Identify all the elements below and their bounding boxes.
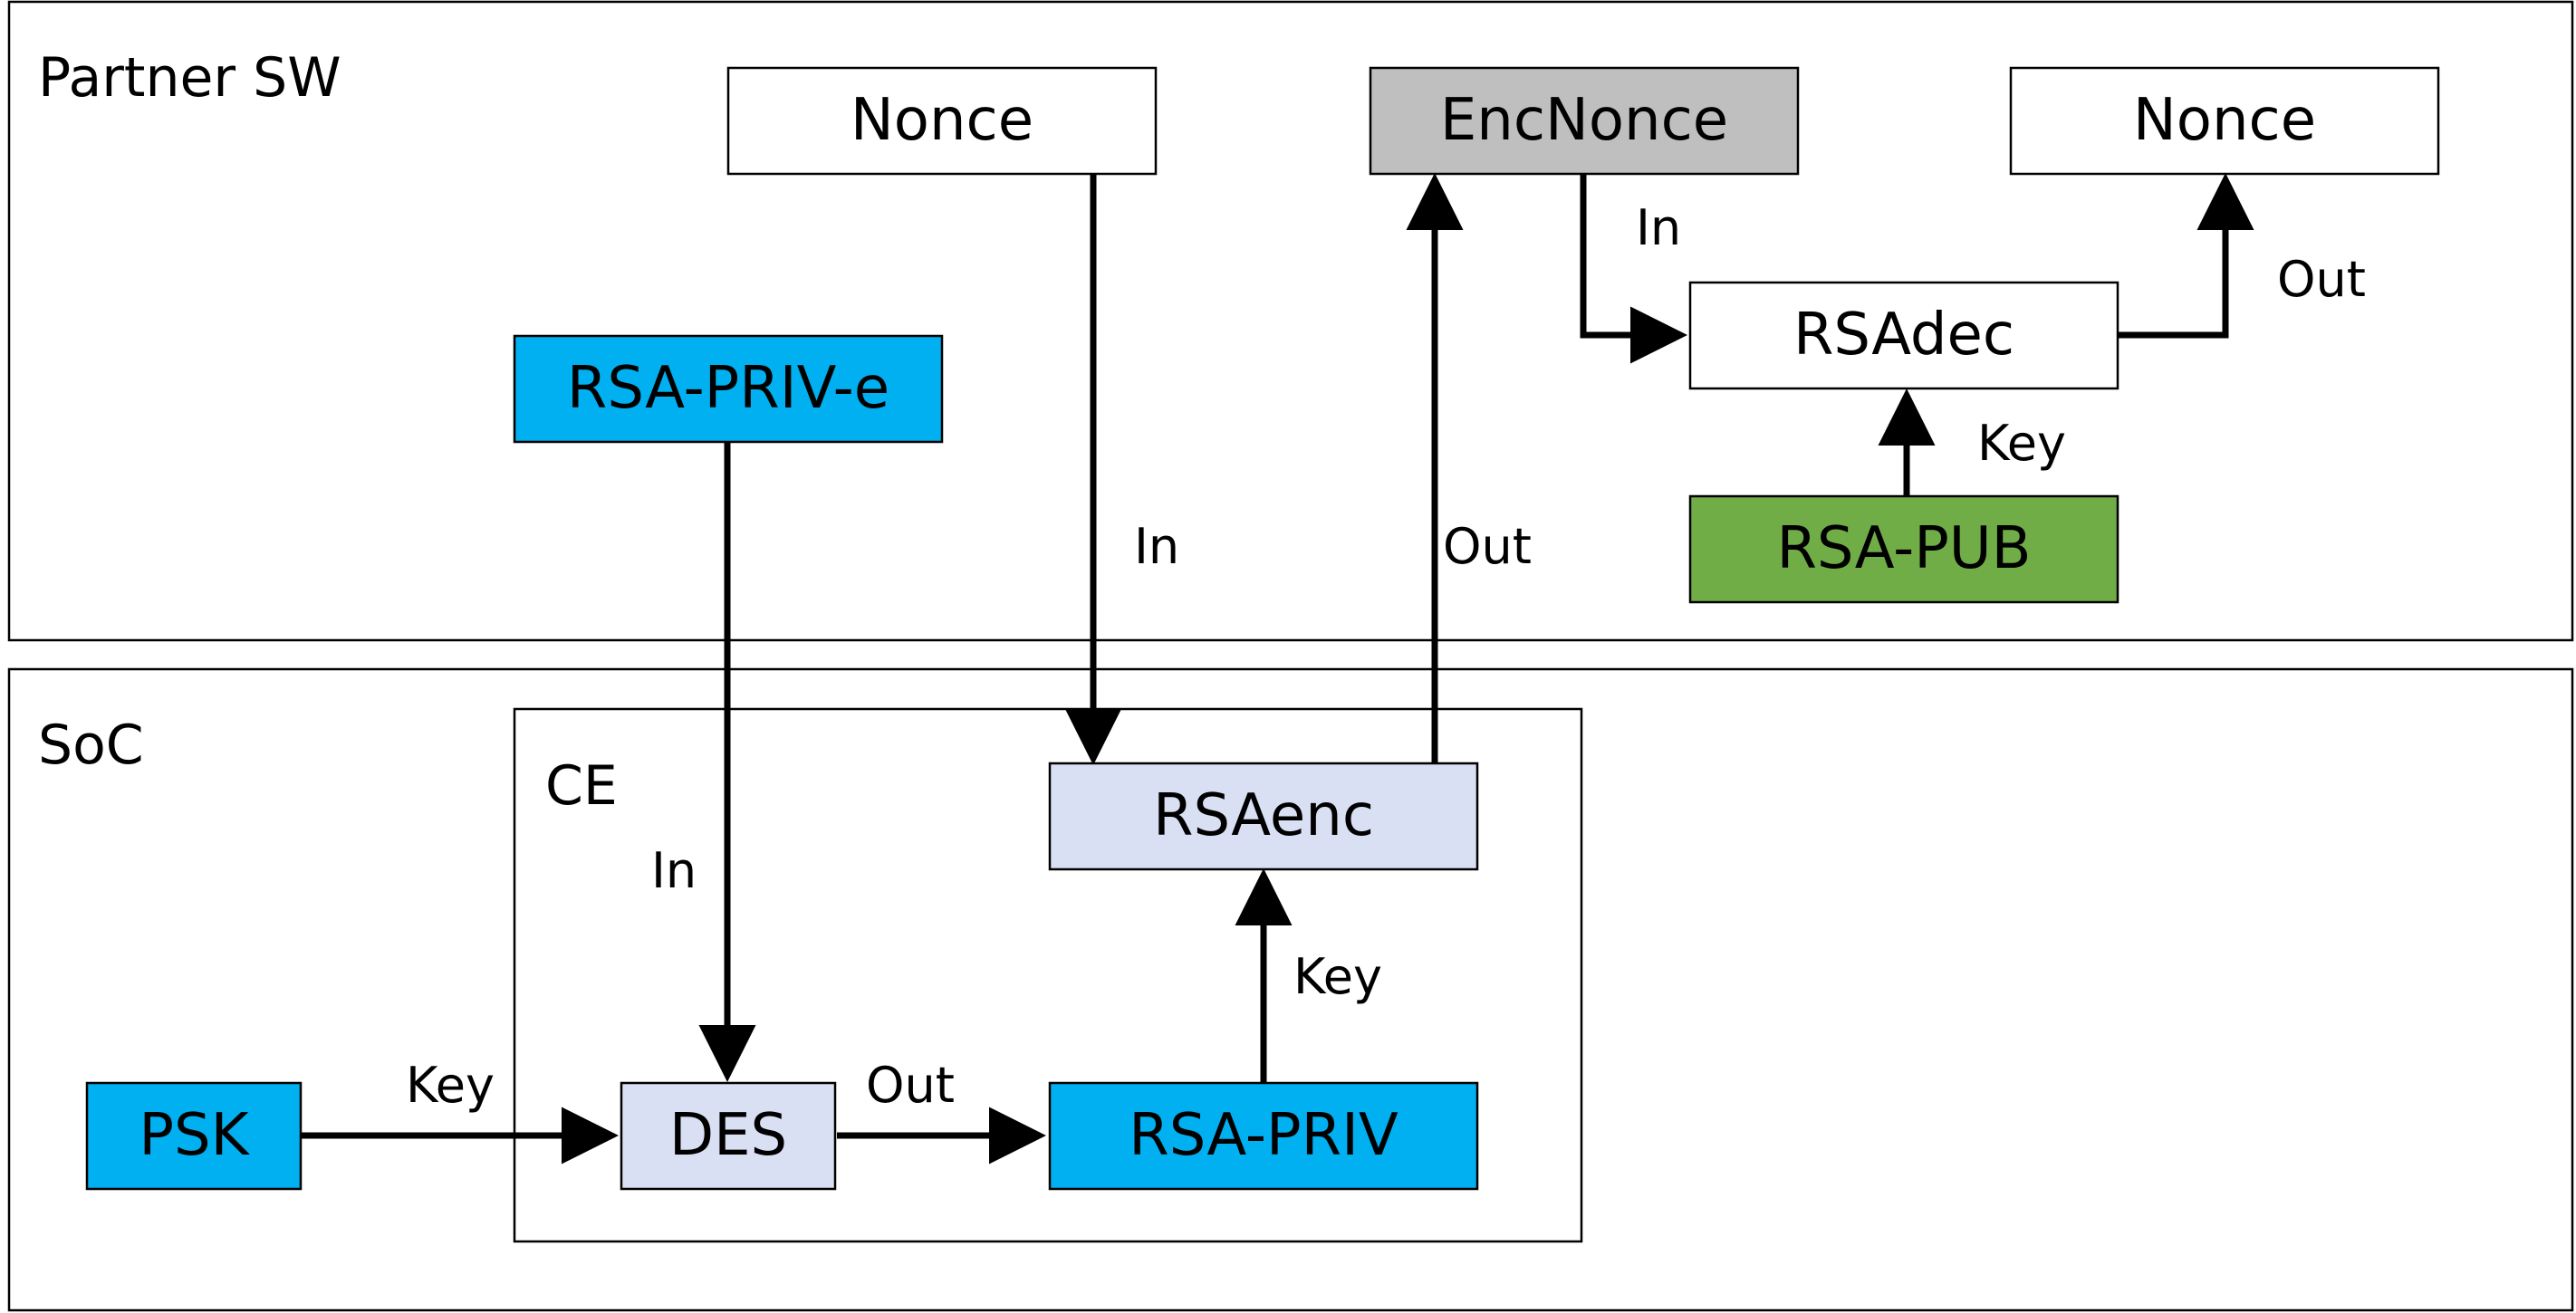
edge-label-rsapub-to-rsadec: Key [1977, 415, 2066, 472]
node-nonce-output: Nonce [2009, 66, 2440, 176]
rsa-priv-e-label: RSA-PRIV-e [567, 355, 889, 422]
rsa-pub-box [1688, 494, 2119, 604]
enc-nonce-label: EncNonce [1440, 87, 1728, 154]
psk-label: PSK [139, 1102, 250, 1169]
nonce-output-label: Nonce [2133, 87, 2316, 154]
edge-label-rsapriv-to-rsaenc: Key [1293, 948, 1382, 1005]
soc-label: SoC [38, 714, 144, 777]
rsa-enc-label: RSAenc [1153, 782, 1374, 849]
edge-label-encnonce-to-rsadec: In [1636, 199, 1681, 256]
arrow-rsadec-to-nonce [2118, 173, 2254, 339]
node-psk: PSK [85, 1081, 303, 1191]
node-enc-nonce: EncNonce [1369, 66, 1800, 176]
node-rsa-priv-e: RSA-PRIV-e [513, 334, 944, 444]
edge-label-rsaprive-to-des: In [651, 842, 697, 899]
rsa-priv-e-box [513, 334, 944, 444]
node-rsa-pub: RSA-PUB [1688, 494, 2119, 604]
nonce-output-box [2009, 66, 2440, 176]
rsa-dec-label: RSAdec [1793, 302, 2014, 369]
edge-label-nonce-to-rsaenc: In [1134, 518, 1179, 575]
ce-label: CE [545, 754, 618, 818]
enc-nonce-box [1369, 66, 1800, 176]
rsa-dec-box [1688, 281, 2119, 390]
des-label: DES [669, 1102, 787, 1169]
edge-label-des-to-rsapriv: Out [866, 1057, 955, 1114]
des-box [620, 1081, 837, 1191]
partner-sw-label: Partner SW [38, 46, 341, 110]
psk-box [85, 1081, 303, 1191]
node-rsa-enc: RSAenc [1048, 762, 1479, 871]
rsa-pub-label: RSA-PUB [1776, 515, 2031, 582]
nonce-input-label: Nonce [851, 87, 1033, 154]
node-des: DES [620, 1081, 837, 1191]
rsa-priv-box [1048, 1081, 1479, 1191]
arrow-encnonce-to-rsadec [1580, 175, 1687, 364]
rsa-priv-label: RSA-PRIV [1129, 1102, 1399, 1169]
edge-label-rsaenc-to-encnonce: Out [1443, 518, 1532, 575]
edge-label-psk-to-des: Key [406, 1057, 495, 1114]
node-rsa-dec: RSAdec [1688, 281, 2119, 390]
connectors [301, 172, 2254, 1164]
edge-label-rsadec-to-nonce: Out [2277, 251, 2366, 308]
node-rsa-priv: RSA-PRIV [1048, 1081, 1479, 1191]
node-nonce-input: Nonce [726, 66, 1158, 176]
nonce-input-box [726, 66, 1158, 176]
rsa-enc-box [1048, 762, 1479, 871]
